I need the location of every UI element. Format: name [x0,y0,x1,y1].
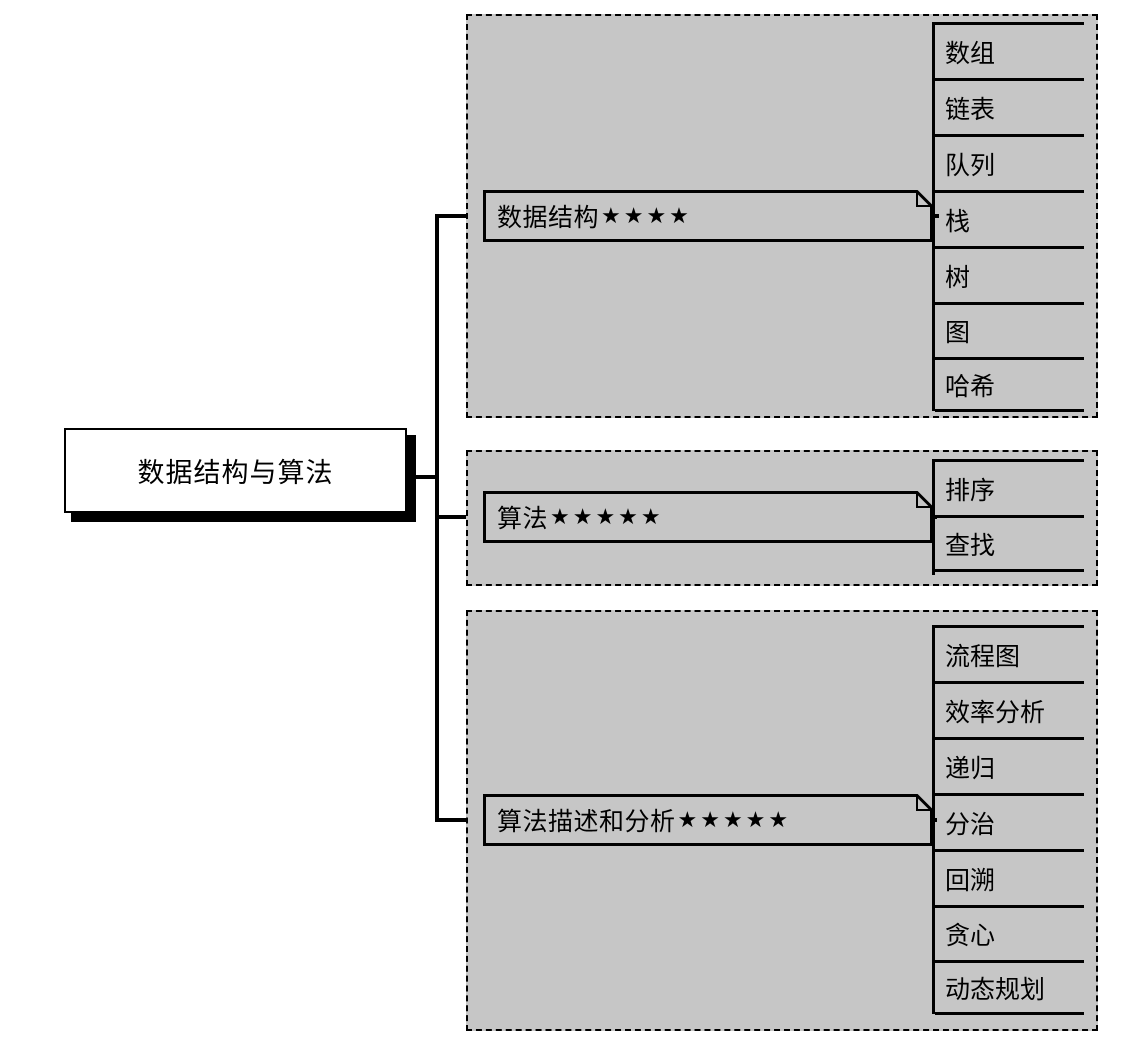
leaf-label: 分治 [945,811,996,839]
branch-node-label-wrap: 算法★★★★★ [497,491,664,543]
branch-node-text: 算法描述和分析 [497,809,676,836]
leaf-label: 链表 [945,96,996,124]
leaf-label: 栈 [945,208,971,236]
root-node[interactable]: 数据结构与算法 [64,428,416,522]
leaf-item[interactable]: 流程图 [935,625,1084,681]
leaf-item[interactable]: 查找 [935,515,1084,572]
connector-branch-2 [435,515,485,519]
leaf-label: 排序 [945,477,996,505]
leaf-label: 流程图 [945,643,1021,671]
branch-node-label-wrap: 数据结构★★★★ [497,190,692,242]
leaf-label: 队列 [945,152,996,180]
leaf-item[interactable]: 动态规划 [935,960,1084,1015]
branch-node-text: 算法 [497,506,549,533]
leaf-label: 树 [945,264,971,292]
branch-node-stars: ★★★★ [601,203,692,229]
leaf-item[interactable]: 栈 [935,190,1084,246]
branch-node-label-wrap: 算法描述和分析★★★★★ [497,794,791,846]
leaf-label: 效率分析 [945,699,1046,727]
leaf-label: 回溯 [945,867,996,895]
branch-node-stars: ★★★★★ [550,504,664,530]
leaf-item[interactable]: 贪心 [935,905,1084,960]
branch-node-data-structure[interactable]: 数据结构★★★★ [483,190,933,242]
leaf-label: 哈希 [945,373,996,401]
leaf-item[interactable]: 队列 [935,134,1084,190]
connector-root-stub [409,475,439,479]
branch-node-text: 数据结构 [497,205,600,232]
branch-node-stars: ★★★★★ [677,807,792,833]
leaf-item[interactable]: 图 [935,302,1084,357]
leaf-item[interactable]: 回溯 [935,849,1084,905]
leaf-label: 动态规划 [945,976,1046,1004]
note-shape-icon [483,491,933,543]
root-node-box[interactable]: 数据结构与算法 [64,428,407,513]
leaf-item[interactable]: 排序 [935,459,1084,515]
connector-branch-3 [435,818,485,822]
branch-node-algorithm-analysis[interactable]: 算法描述和分析★★★★★ [483,794,933,846]
note-shape-icon [483,794,933,846]
leaf-item[interactable]: 效率分析 [935,681,1084,737]
leaf-label: 图 [945,320,971,347]
leaf-label: 数组 [945,40,996,68]
leaf-label: 查找 [945,532,996,560]
leaf-item[interactable]: 链表 [935,78,1084,134]
leaf-item[interactable]: 哈希 [935,357,1084,412]
leaf-label: 贪心 [945,923,996,950]
connector-branch-1 [435,214,485,218]
leaf-item[interactable]: 分治 [935,793,1084,849]
leaf-item[interactable]: 数组 [935,22,1084,78]
leaf-item[interactable]: 递归 [935,737,1084,793]
leaf-label: 递归 [945,755,996,783]
branch-node-algorithm[interactable]: 算法★★★★★ [483,491,933,543]
leaf-column-algorithm: 排序 查找 [932,459,1084,575]
leaf-column-algorithm-analysis: 流程图 效率分析 递归 分治 回溯 贪心 动态规划 [932,625,1084,1015]
note-shape-icon [483,190,933,242]
leaf-item[interactable]: 树 [935,246,1084,302]
leaf-column-data-structure: 数组 链表 队列 栈 树 图 哈希 [932,22,1084,412]
root-node-label: 数据结构与算法 [137,458,334,488]
